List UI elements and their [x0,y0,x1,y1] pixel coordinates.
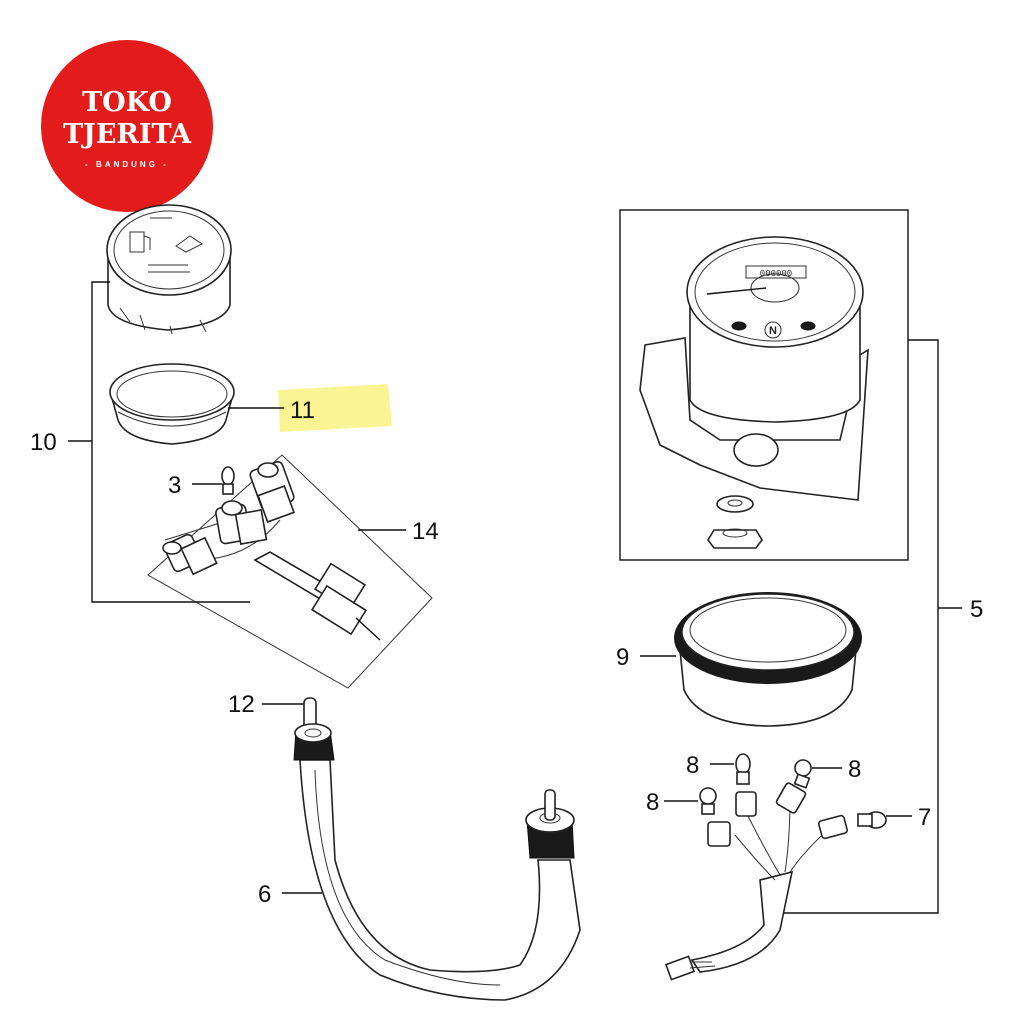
leader-lines [192,407,912,894]
speedometer-assembly-box: 000000 N [619,209,909,561]
store-logo: TOKO TJERITA - BANDUNG - [41,40,213,212]
speedometer-cable [293,697,581,1001]
part-label-8-top: 8 [686,752,699,779]
part-label-9: 9 [616,644,629,671]
bulb-parts-8-7 [699,753,887,829]
bulb-socket-harness [147,454,433,689]
part-label-7: 7 [918,804,931,831]
gauge-rim-ring [109,363,235,445]
odometer-digits: 000000 [760,269,792,279]
part-label-6: 6 [258,881,271,908]
logo-line-2: TJERITA [63,119,192,150]
neutral-indicator: N [769,325,777,337]
part-label-3: 3 [168,472,181,499]
part-label-12: 12 [228,691,255,718]
fuel-gauge-meter [106,204,232,335]
part-label-10: 10 [30,429,57,456]
part-label-8-left: 8 [646,789,659,816]
group-5-bracket [780,339,939,914]
logo-line-3: - BANDUNG - [85,160,169,169]
label-11-highlight [278,384,392,432]
logo-line-1: TOKO [82,87,172,118]
part-label-5: 5 [970,596,983,623]
bulb-part-3 [221,466,235,495]
part-label-11: 11 [290,397,315,424]
wire-harness [664,782,849,981]
part-label-8-right: 8 [848,756,861,783]
part-label-14: 14 [412,518,439,545]
speedometer-rubber-ring [674,592,862,727]
group-10-bracket [68,281,250,603]
